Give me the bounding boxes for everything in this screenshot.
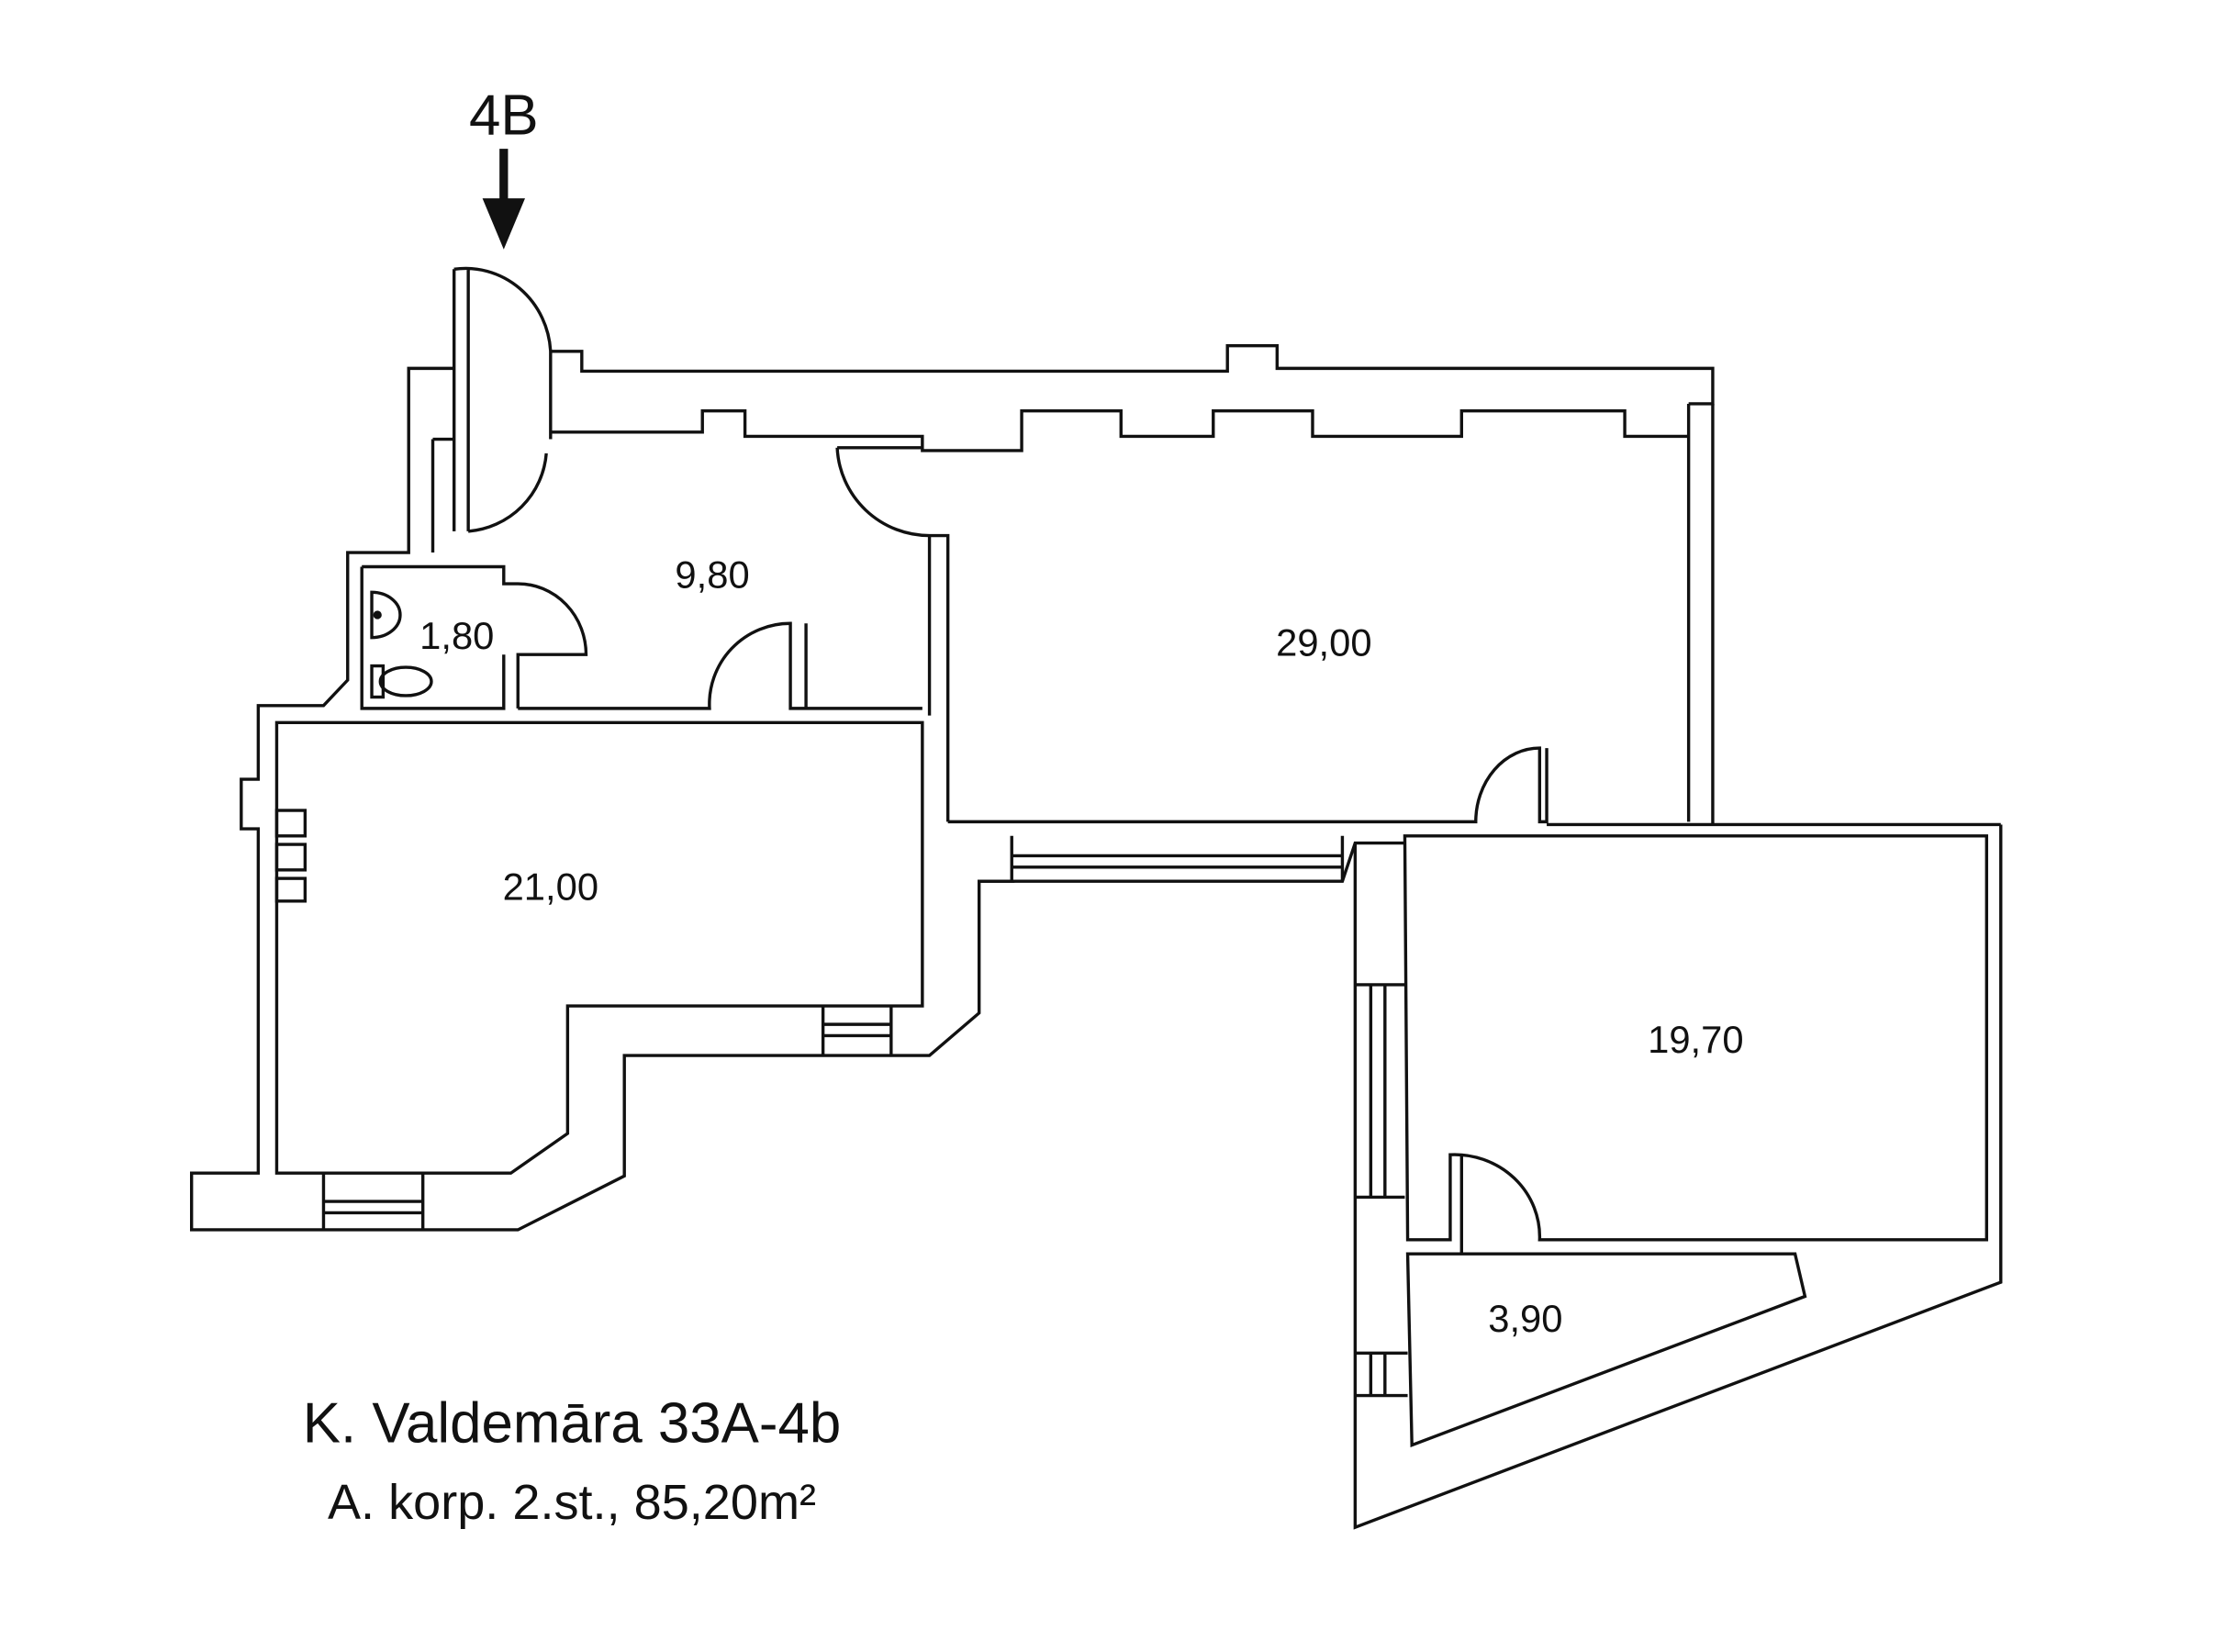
toilet-icon bbox=[370, 664, 433, 699]
room-area-kitchen: 21,00 bbox=[503, 865, 598, 908]
room-area-wc: 1,80 bbox=[419, 614, 494, 657]
entrance-arrow-icon bbox=[482, 149, 525, 250]
apartment-details: A. korp. 2.st., 85,20m² bbox=[328, 1475, 816, 1530]
room-area-right: 19,70 bbox=[1648, 1018, 1743, 1061]
sink-icon bbox=[370, 590, 402, 640]
room-area-storage: 3,90 bbox=[1488, 1297, 1562, 1340]
address-title: K. Valdemāra 33A-4b bbox=[303, 1392, 842, 1456]
entrance-label: 4B bbox=[469, 84, 539, 148]
room-area-large: 29,00 bbox=[1276, 621, 1371, 664]
walls bbox=[189, 266, 2003, 1530]
room-area-hall: 9,80 bbox=[675, 553, 749, 597]
